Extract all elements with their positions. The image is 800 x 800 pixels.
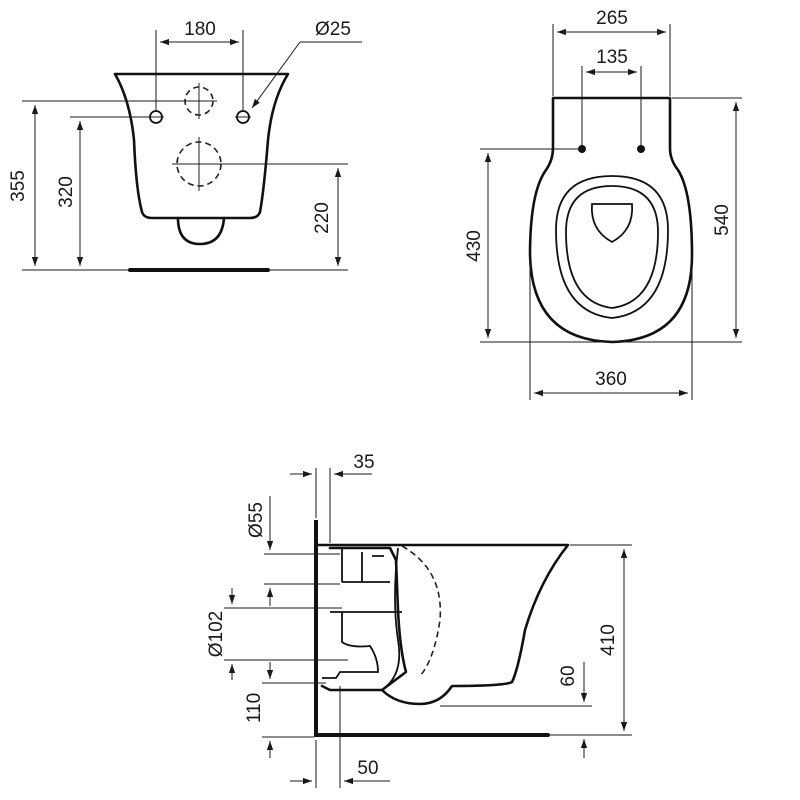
dim-label-dia-25: Ø25 <box>315 19 351 40</box>
dimension-dia-55: Ø55 <box>246 496 340 606</box>
dim-label-180: 180 <box>184 19 216 40</box>
dimension-540: 540 <box>616 97 742 343</box>
side-view: 35 Ø55 Ø102 110 <box>206 452 632 788</box>
dim-label-320: 320 <box>56 176 77 208</box>
dimension-110: 110 <box>244 662 326 758</box>
dim-label-110: 110 <box>244 693 265 723</box>
dimension-60: 60 <box>440 662 592 758</box>
side-view-inlet-socket <box>322 611 402 679</box>
dimension-35: 35 <box>290 452 375 543</box>
rear-view-bowl-outlet <box>176 216 226 246</box>
top-fixing-hole-left <box>578 145 586 153</box>
dimension-135: 135 <box>581 47 642 145</box>
dimension-265: 265 <box>552 8 671 96</box>
dim-label-360: 360 <box>595 369 627 390</box>
rear-view-body-outline <box>113 72 290 220</box>
dimension-410: 410 <box>570 544 632 736</box>
dim-label-35: 35 <box>353 452 374 473</box>
dim-label-50: 50 <box>357 758 378 779</box>
top-view: 265 135 430 540 360 <box>464 8 742 400</box>
dimension-355: 355 <box>8 100 185 271</box>
dimension-50: 50 <box>290 686 390 788</box>
top-view-waste-opening <box>590 203 634 244</box>
top-view-bowl-inner <box>565 185 659 309</box>
dimension-430: 430 <box>464 148 608 343</box>
side-view-seat-dashed <box>401 545 442 677</box>
dimension-dia-25: Ø25 <box>251 19 362 109</box>
dim-label-60: 60 <box>558 665 579 686</box>
side-view-trapway <box>328 546 408 692</box>
dim-label-430: 430 <box>464 230 485 262</box>
dimension-320: 320 <box>56 116 150 266</box>
dim-label-135: 135 <box>596 47 628 68</box>
top-view-seat-outline <box>555 175 669 319</box>
dimension-360: 360 <box>529 258 693 400</box>
top-fixing-hole-right <box>637 145 645 153</box>
dimension-dia-102: Ø102 <box>206 588 348 680</box>
dim-label-355: 355 <box>8 170 29 202</box>
side-view-trapway-inner <box>341 548 390 583</box>
dim-label-dia-102: Ø102 <box>206 611 227 657</box>
side-view-bowl-line <box>381 547 401 691</box>
dimension-180: 180 <box>155 19 244 112</box>
dim-label-265: 265 <box>596 8 628 29</box>
side-view-body-outline <box>316 543 570 706</box>
top-view-body-outline <box>528 96 694 344</box>
rear-view: 180 Ø25 355 320 220 <box>8 19 362 272</box>
dim-label-540: 540 <box>712 204 733 236</box>
dimension-220: 220 <box>270 168 348 271</box>
dim-label-220: 220 <box>312 202 333 234</box>
dim-label-dia-55: Ø55 <box>246 502 267 538</box>
dim-label-410: 410 <box>598 624 619 656</box>
